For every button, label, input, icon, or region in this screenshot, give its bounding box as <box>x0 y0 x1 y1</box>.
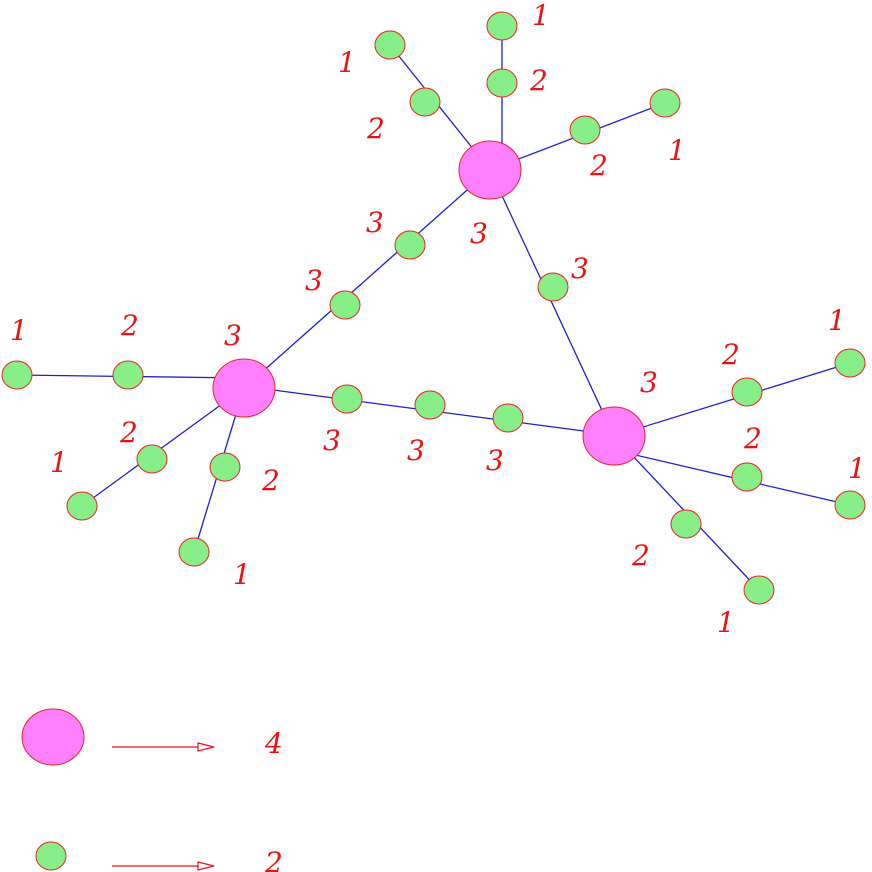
edge-3 <box>243 167 493 389</box>
node-label-3: 2 <box>529 64 548 97</box>
right-2c-node <box>670 509 702 539</box>
tr-3-node <box>537 272 569 302</box>
edge-4 <box>489 169 615 437</box>
node-label-20: 3 <box>640 366 658 399</box>
node-label-17: 3 <box>323 424 341 457</box>
node-label-21: 2 <box>721 338 740 371</box>
node-label-1: 2 <box>366 112 385 145</box>
lr-3b-node <box>414 390 446 420</box>
hub-left-node <box>212 358 276 418</box>
node-label-19: 3 <box>486 444 504 477</box>
top-1a-node <box>374 30 406 60</box>
legend-hub-arrow-head <box>197 742 215 752</box>
lr-3c-node <box>492 403 524 433</box>
node-label-15: 2 <box>261 464 280 497</box>
node-label-10: 1 <box>10 314 28 347</box>
right-1c-node <box>743 575 775 605</box>
lr-3a-node <box>331 384 363 414</box>
node-label-4: 2 <box>589 149 608 182</box>
legend-leaf-arrow-head <box>197 861 215 871</box>
left-1c-node <box>178 537 210 567</box>
legend-leaf-row: 2 <box>35 841 283 872</box>
nodes-layer <box>1 11 866 605</box>
node-label-5: 1 <box>668 134 686 167</box>
top-2a-node <box>409 87 441 117</box>
legend-leaf-swatch <box>35 841 67 871</box>
legend-hub-value: 4 <box>264 727 283 760</box>
left-2b-node <box>136 444 168 474</box>
legend-hub-row: 4 <box>21 708 283 766</box>
node-label-12: 3 <box>224 319 242 352</box>
node-label-2: 1 <box>532 0 550 32</box>
hub-right-node <box>582 406 646 466</box>
top-2c-node <box>569 115 601 145</box>
top-1b-node <box>486 11 518 41</box>
node-label-25: 2 <box>631 539 650 572</box>
node-label-13: 2 <box>119 416 138 449</box>
node-label-6: 3 <box>366 206 384 239</box>
node-label-0: 1 <box>338 46 356 79</box>
right-1a-node <box>834 348 866 378</box>
node-label-22: 1 <box>828 304 846 337</box>
tl-3b-node <box>329 290 361 320</box>
legend: 42 <box>21 708 283 872</box>
node-label-24: 1 <box>848 452 866 485</box>
left-2c-node <box>209 452 241 482</box>
right-2a-node <box>731 377 763 407</box>
node-label-9: 3 <box>571 252 589 285</box>
node-label-23: 2 <box>743 422 762 455</box>
edge-9 <box>613 362 851 437</box>
top-1c-node <box>649 88 681 118</box>
node-label-26: 1 <box>717 606 735 639</box>
node-label-7: 3 <box>305 264 323 297</box>
right-1b-node <box>834 490 866 520</box>
left-1b-node <box>66 491 98 521</box>
left-2a-node <box>112 360 144 390</box>
hub-top-node <box>458 140 522 200</box>
tl-3a-node <box>394 230 426 260</box>
edge-6 <box>81 387 245 507</box>
node-label-11: 2 <box>120 309 139 342</box>
node-label-18: 3 <box>407 434 425 467</box>
legend-leaf-value: 2 <box>264 846 283 872</box>
legend-hub-swatch <box>21 708 85 766</box>
right-2b-node <box>731 462 763 492</box>
left-1a-node <box>1 360 33 390</box>
node-label-8: 3 <box>470 217 488 250</box>
top-2b-node <box>486 68 518 98</box>
node-label-16: 1 <box>233 558 251 591</box>
node-label-14: 1 <box>50 446 68 479</box>
